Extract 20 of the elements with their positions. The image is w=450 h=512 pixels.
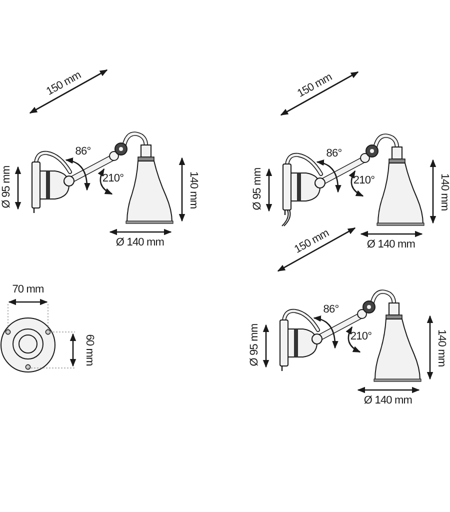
angle-value: 210° <box>353 176 375 186</box>
diameter-dimension: Ø 140 mm <box>116 238 164 248</box>
angle-value: 86° <box>326 148 342 160</box>
angle-value: 210° <box>102 174 124 184</box>
diameter-dimension: Ø 95 mm <box>2 166 12 208</box>
diameter-dimension: Ø 140 mm <box>364 396 412 406</box>
height-dimension: 60 mm <box>84 334 94 366</box>
length-dimension: 150 mm <box>293 228 331 256</box>
height-dimension: 140 mm <box>436 329 446 367</box>
diameter-dimension: Ø 140 mm <box>366 240 416 250</box>
angle-value: 210° <box>350 332 372 342</box>
width-dimension: 70 mm <box>12 284 44 296</box>
length-dimension: 150 mm <box>296 72 334 100</box>
angle-value: 86° <box>323 304 339 316</box>
length-dimension: 150 mm <box>45 70 83 98</box>
angle-value: 86° <box>75 146 91 158</box>
height-dimension: 140 mm <box>438 173 450 211</box>
diameter-dimension: Ø 95 mm <box>252 168 264 210</box>
diameter-dimension: Ø 95 mm <box>250 324 260 366</box>
height-dimension: 140 mm <box>188 171 198 209</box>
